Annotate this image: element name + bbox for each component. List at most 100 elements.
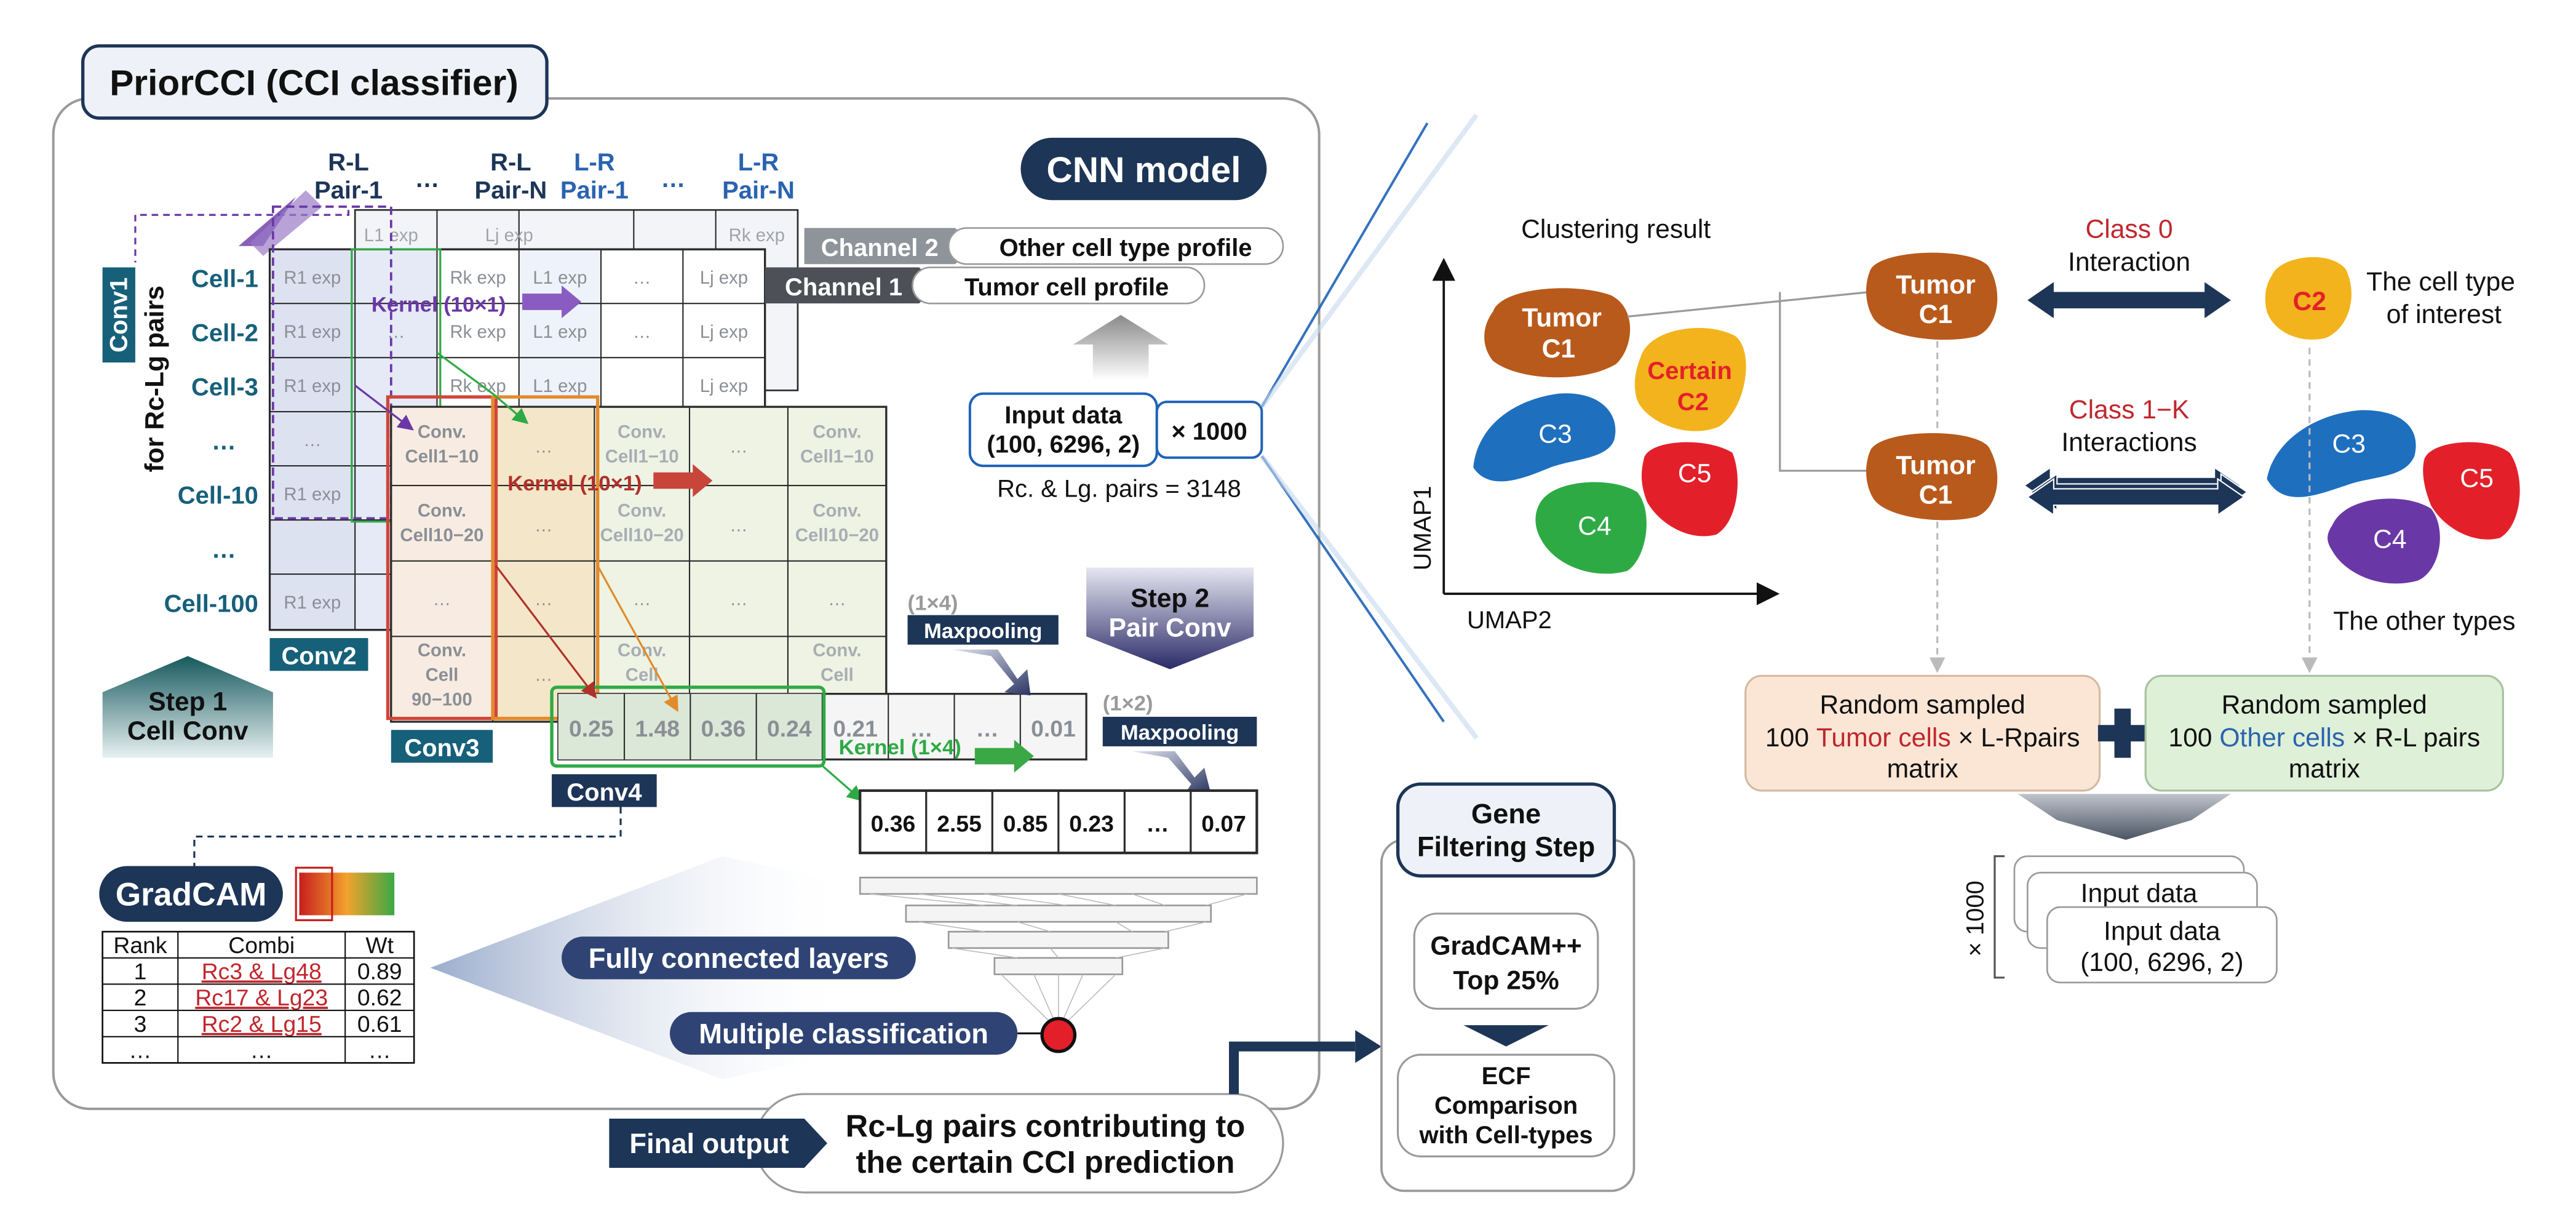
svg-text:Cell: Cell: [426, 665, 459, 685]
cnn-model-badge: [1020, 137, 1267, 201]
final-to-gene-connector: [1229, 1041, 1356, 1095]
col-rl1-a: R-L: [328, 149, 369, 176]
cnn-model-label: CNN model: [1046, 150, 1241, 190]
maxpool-1x2-badge: [1102, 716, 1257, 746]
mc-label: Multiple classification: [699, 1018, 988, 1049]
row-cell-1: Cell-1: [191, 266, 258, 293]
ecf-label-c: with Cell-types: [1419, 1122, 1593, 1149]
conv4-value: 0.01: [1031, 716, 1076, 741]
fc-label: Fully connected layers: [589, 943, 889, 974]
svg-text:Lj exp: Lj exp: [485, 225, 533, 246]
svg-text:Rk exp: Rk exp: [450, 268, 506, 288]
fc-layers: [859, 876, 1258, 1031]
arrow-orange-link: [597, 565, 678, 713]
conv4-value: 0.21: [833, 716, 878, 741]
class0-double-arrow: [2027, 282, 2231, 319]
svg-text:Conv.: Conv.: [618, 501, 666, 521]
row-cell-2: Cell-2: [191, 319, 258, 346]
blob-c5-label: C5: [1678, 459, 1712, 489]
plus-icon-h: [2097, 725, 2147, 741]
stack-card-2-label: Input data: [2081, 879, 2198, 908]
col-lr1-a: L-R: [574, 149, 615, 176]
svg-text:R1 exp: R1 exp: [284, 593, 341, 613]
stack-card-3-a: Input data: [2104, 916, 2220, 946]
gene-filter-title-b: Filtering Step: [1417, 831, 1595, 863]
blob-c3-label: C3: [1538, 420, 1572, 449]
stack-bracket: [1994, 855, 2005, 979]
blob-tumor-c1-b: C1: [1542, 334, 1576, 364]
conv3-badge: [391, 730, 493, 763]
c3-blob-right-label: C3: [2332, 429, 2366, 459]
gradcam-dashed-link: [193, 807, 622, 869]
rank-table-cell: 0.89: [357, 958, 402, 984]
channel1-badge: [765, 267, 939, 304]
times-1000-label: × 1000: [1171, 418, 1247, 445]
channel1-desc-box: [912, 266, 1206, 305]
svg-text:L1 exp: L1 exp: [533, 322, 587, 342]
maxpool-1x4-label: Maxpooling: [924, 620, 1042, 643]
rank-table-cell: 0.62: [357, 984, 402, 1010]
step2-arrow: [1086, 567, 1254, 669]
svg-text:…: …: [633, 322, 651, 342]
kernel-10x1-red: Kernel (10×1): [507, 472, 642, 495]
rs-left-c: matrix: [1887, 754, 1958, 784]
pool-value: 0.85: [1003, 811, 1048, 837]
ecf-box: [1397, 1053, 1616, 1157]
heatmap-bar: [299, 873, 395, 916]
svg-text:L1 exp: L1 exp: [533, 376, 587, 396]
c2-blob-top-label: C2: [2293, 287, 2327, 316]
svg-text:Conv.: Conv.: [618, 640, 666, 660]
arrow-green-link: [436, 351, 529, 425]
maxpool-1x2-size: (1×2): [1103, 692, 1153, 715]
row-cell-10: Cell-10: [178, 482, 258, 509]
svg-text:Conv.: Conv.: [618, 422, 666, 442]
col-lrn-a: L-R: [738, 149, 779, 176]
tumor-c1-top-a: Tumor: [1896, 270, 1975, 300]
rank-table-cell: 1: [134, 958, 147, 984]
beam-bottom: [1260, 455, 1445, 723]
beam-top-soft: [1260, 113, 1479, 409]
svg-text:…: …: [535, 437, 552, 457]
channel2-badge: [804, 228, 975, 265]
purple-arrow-icon: [238, 196, 296, 246]
conv1-badge: [102, 267, 135, 363]
cell-type-a: The cell type: [2366, 267, 2515, 297]
merge-arrow: [2017, 794, 2231, 840]
tumor-c1-top-b: C1: [1919, 300, 1953, 329]
rc-lg-pairs-label: for Rc-Lg pairs: [140, 286, 169, 472]
col-lr1-b: Pair-1: [560, 177, 629, 204]
blob-tumor-c1: [1484, 288, 1631, 378]
conv1-dashed-link: [134, 210, 350, 263]
cluster-bracket: [1627, 290, 1870, 472]
svg-text:Lj exp: Lj exp: [700, 376, 748, 396]
svg-text:Cell1−10: Cell1−10: [405, 447, 479, 467]
blob-c4: [1535, 482, 1647, 574]
final-to-gene-arrowhead: [1355, 1030, 1381, 1063]
class1k-label: Class 1−K: [2069, 395, 2190, 425]
rs-left-b: 100 Tumor cells × L-Rpairs: [1765, 723, 2080, 753]
pairs-count-label: Rc. & Lg. pairs = 3148: [997, 476, 1241, 503]
row-dots-1: …: [212, 428, 236, 455]
rank-table-cell: …: [129, 1037, 151, 1063]
svg-text:Lj exp: Lj exp: [700, 322, 748, 342]
tumor-c1-top: [1866, 252, 1998, 340]
svg-text:Cell10−20: Cell10−20: [795, 525, 879, 546]
clustering-title: Clustering result: [1521, 215, 1711, 244]
gene-filter-down-arrow-icon: [1463, 1025, 1549, 1047]
row-cell-3: Cell-3: [191, 373, 258, 401]
step2-label-b: Pair Conv: [1109, 613, 1231, 642]
conv4-value: …: [910, 716, 932, 741]
rs-right-a: Random sampled: [2222, 690, 2427, 720]
kernel-1x4-green: Kernel (1×4): [839, 736, 961, 759]
conv4-value: 0.24: [767, 716, 812, 741]
c5-blob-right-label: C5: [2460, 464, 2494, 493]
maxpool-1x4-badge: [907, 615, 1059, 645]
kernel-arrow-green-icon: [974, 740, 1034, 773]
svg-text:…: …: [387, 322, 405, 342]
maxpool-1x4-size: (1×4): [908, 592, 958, 615]
channel2-desc-box: [947, 227, 1284, 265]
svg-text:Conv.: Conv.: [418, 422, 466, 442]
rs-left-a: Random sampled: [1820, 690, 2025, 720]
